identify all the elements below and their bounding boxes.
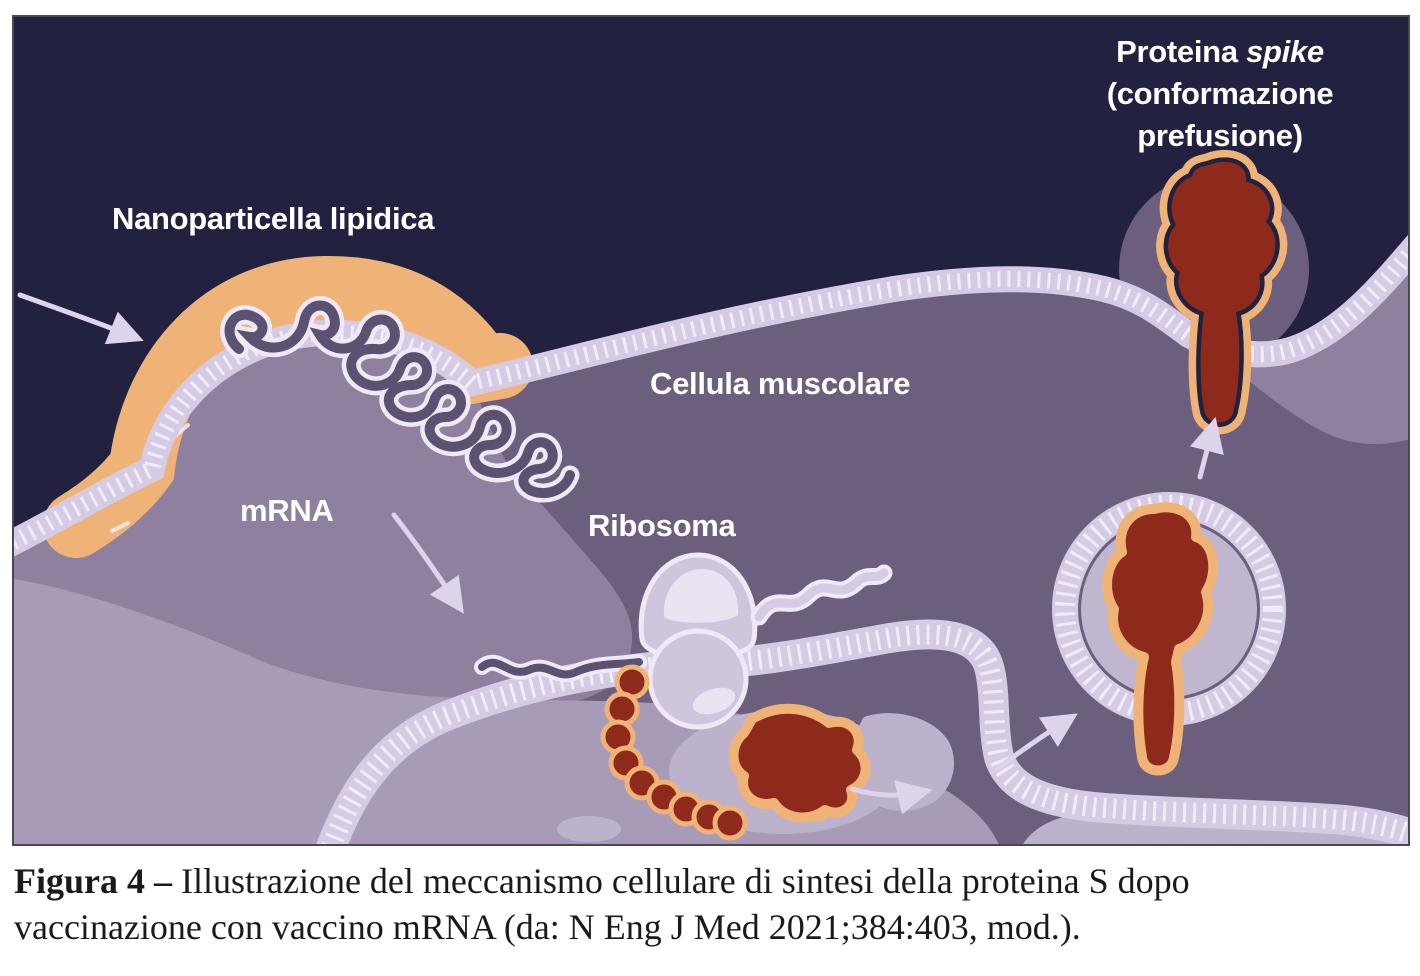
illustration-svg bbox=[14, 17, 1408, 844]
label-muscle-cell: Cellula muscolare bbox=[650, 366, 911, 401]
mrna-strand bbox=[220, 296, 580, 503]
transport-vesicle bbox=[1052, 492, 1286, 776]
figure-caption-line2: vaccinazione con vaccino mRNA (da: N Eng… bbox=[14, 907, 1081, 947]
arrow-er-to-vesicle bbox=[994, 713, 1078, 772]
protein-chain bbox=[600, 664, 871, 841]
process-arrows bbox=[17, 292, 1224, 815]
cytoplasm-right-band bbox=[1199, 260, 1408, 444]
label-spike-italic: spike bbox=[1246, 34, 1324, 69]
vesicle-spike-protein bbox=[1102, 502, 1219, 776]
label-mrna: mRNA bbox=[240, 493, 334, 528]
figure-caption-number: Figura 4 – bbox=[14, 861, 172, 901]
figure-illustration: Proteina spike (conformazione prefusione… bbox=[12, 15, 1410, 846]
folding-spike-protein bbox=[728, 703, 871, 823]
cytoplasm-speck bbox=[557, 816, 621, 842]
arrow-vesicle-to-surface bbox=[1189, 416, 1224, 480]
label-ribosome: Ribosoma bbox=[588, 508, 736, 543]
figure-caption: Figura 4 – Illustrazione del meccanismo … bbox=[14, 858, 1414, 950]
label-spike-protein: Proteina spike (conformazione prefusione… bbox=[1042, 31, 1398, 157]
ribosome bbox=[474, 552, 893, 730]
arrow-mrna-to-ribosome bbox=[391, 512, 464, 614]
label-spike-prefix: Proteina bbox=[1116, 34, 1247, 69]
arrow-nanoparticle-entry bbox=[17, 292, 144, 345]
er-membrane bbox=[316, 619, 1408, 844]
arrow-protein-to-er bbox=[849, 780, 933, 815]
figure-caption-line1: Illustrazione del meccanismo cellulare d… bbox=[172, 861, 1190, 901]
label-spike-line3: prefusione) bbox=[1137, 118, 1303, 153]
label-lipid-nanoparticle: Nanoparticella lipidica bbox=[112, 201, 435, 236]
label-spike-line2: (conformazione bbox=[1106, 76, 1334, 111]
